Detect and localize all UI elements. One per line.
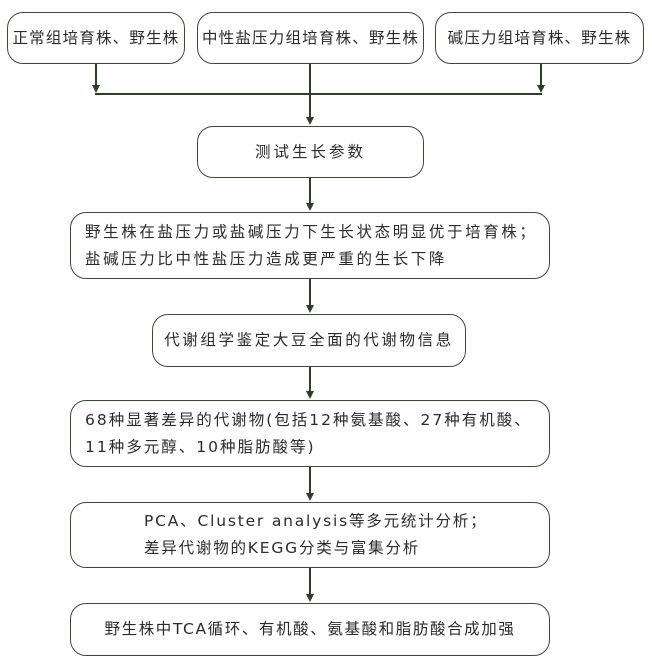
node-multivariate-analysis: PCA、Cluster analysis等多元统计分析； 差异代谢物的KEGG分…	[70, 502, 550, 568]
connector-alkali-down	[540, 64, 542, 86]
arrow-head-icon	[305, 203, 314, 211]
arrow-head-icon	[305, 305, 314, 313]
node-label: 测试生长参数	[254, 142, 366, 161]
node-label: 代谢组学鉴定大豆全面的代谢物信息	[164, 331, 454, 349]
node-line-1: 野生株在盐压力或盐碱压力下生长状态明显优于培育株；	[85, 222, 538, 241]
node-alkali-group: 碱压力组培育株、野生株	[435, 12, 644, 64]
arrow-head-icon	[305, 117, 314, 125]
arrow-head-icon	[91, 85, 100, 93]
connector-merge-horizontal	[95, 93, 542, 95]
connector	[309, 367, 311, 392]
node-line-1: 68种显著差异的代谢物(包括12种氨基酸、27种有机酸、	[85, 410, 532, 429]
arrow-head-icon	[536, 85, 545, 93]
connector	[309, 568, 311, 595]
node-line-2: 11种多元醇、10种脂肪酸等)	[85, 437, 316, 456]
node-label: 中性盐压力组培育株、野生株	[201, 28, 420, 47]
node-metabolomics: 代谢组学鉴定大豆全面的代谢物信息	[152, 314, 466, 367]
node-measure-growth: 测试生长参数	[197, 126, 424, 178]
node-differential-metabolites: 68种显著差异的代谢物(包括12种氨基酸、27种有机酸、 11种多元醇、10种脂…	[70, 400, 550, 467]
node-label: 正常组培育株、野生株	[12, 28, 180, 47]
node-neutral-salt-group: 中性盐压力组培育株、野生株	[197, 12, 424, 64]
node-line-2: 差异代谢物的KEGG分类与富集分析	[144, 539, 421, 557]
node-label: 野生株中TCA循环、有机酸、氨基酸和脂肪酸合成加强	[104, 620, 516, 638]
connector	[309, 178, 311, 204]
connector-neutral-down	[309, 64, 311, 118]
node-line-1: PCA、Cluster analysis等多元统计分析；	[144, 512, 488, 530]
node-conclusion: 野生株中TCA循环、有机酸、氨基酸和脂肪酸合成加强	[70, 603, 550, 656]
arrow-head-icon	[305, 391, 314, 399]
connector	[309, 467, 311, 494]
node-line-2: 盐碱压力比中性盐压力造成更严重的生长下降	[85, 249, 448, 268]
connector	[309, 279, 311, 306]
node-growth-result: 野生株在盐压力或盐碱压力下生长状态明显优于培育株； 盐碱压力比中性盐压力造成更严…	[70, 212, 550, 279]
node-label: 碱压力组培育株、野生株	[447, 28, 632, 47]
arrow-head-icon	[305, 594, 314, 602]
connector-normal-down	[95, 64, 97, 86]
arrow-head-icon	[305, 493, 314, 501]
node-normal-group: 正常组培育株、野生株	[7, 12, 185, 64]
